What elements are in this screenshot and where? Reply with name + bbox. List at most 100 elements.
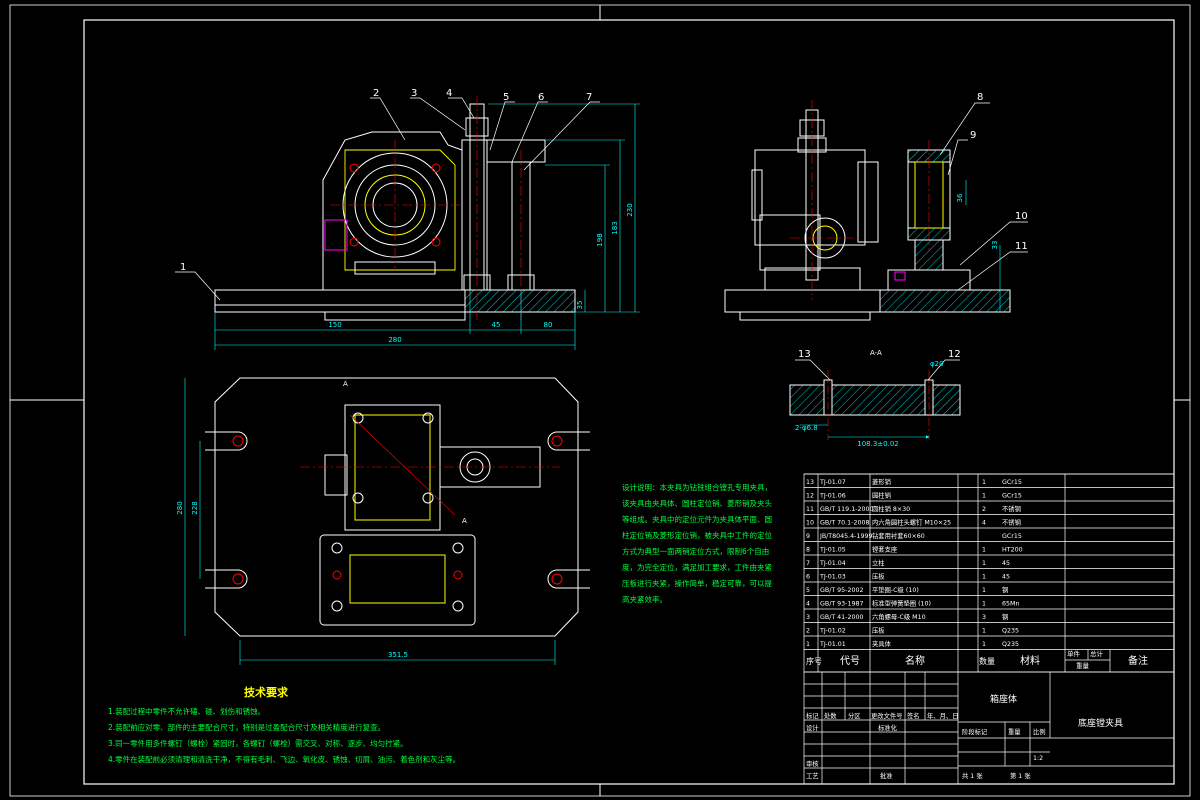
bom-header-qty: 数量: [979, 656, 995, 666]
balloon-2: 2: [373, 88, 379, 99]
tb-sheet-no: 第 1 张: [1010, 771, 1031, 780]
dim-280: 280: [388, 336, 401, 344]
bom-qty: 1: [982, 587, 986, 594]
dim-35: 35: [576, 301, 584, 310]
design-note: 设计说明：本夹具为钻铣组合镗孔专用夹具，该夹具由夹具体、圆柱定位销、菱形销及夹头…: [622, 483, 772, 604]
bom-name: 压板: [872, 572, 885, 581]
bom-no: 4: [806, 601, 810, 608]
balloon-4: 4: [446, 88, 452, 99]
title-block: [803, 671, 1175, 785]
balloon-12: 12: [948, 349, 961, 360]
bom-name: 平垫圈-C级 (10): [872, 585, 919, 594]
tech-requirements-title: 技术要求: [244, 686, 288, 699]
balloon-7: 7: [586, 92, 592, 103]
front-bore-outer: [342, 152, 448, 258]
bom-name: 圆柱销: [872, 491, 891, 500]
drawing-border: [9, 4, 1191, 797]
bom-code: GB/T 41-2000: [820, 614, 863, 621]
tb-approve: 批准: [880, 771, 893, 780]
bom-material: GCr15: [1002, 479, 1022, 486]
tech-item-4: 4.零件在装配前必须清理和清洗干净，不得有毛刺、飞边、氧化皮、锈蚀、切屑、油污、…: [108, 755, 461, 764]
bom-qty: 1: [982, 560, 986, 567]
leader-lines: [175, 97, 1028, 381]
bom-header-no: 序号: [806, 656, 822, 666]
tb-weight: 重量: [1008, 728, 1021, 736]
tech-requirements: 1.装配过程中零件不允许磕、碰、划伤和锈蚀。 2.装配前应对零、部件的主要配合尺…: [108, 704, 578, 768]
bom-code: GB/T 119.1-2000: [820, 506, 874, 513]
dim-150: 150: [328, 321, 341, 329]
bom-code: GB/T 70.1-2008: [820, 520, 870, 527]
bom-qty: 1: [982, 641, 986, 648]
dim-183: 183: [611, 221, 619, 234]
tb-date: 年、月、日: [927, 711, 958, 720]
section-label: A-A: [870, 349, 882, 357]
balloon-9: 9: [970, 130, 976, 141]
bom-code: TJ-01.03: [819, 574, 846, 581]
bom-name: 菱形销: [872, 477, 891, 486]
bom-name: 压板: [872, 626, 885, 635]
bom-qty: 1: [982, 493, 986, 500]
bom-material: 45: [1002, 560, 1010, 567]
tb-change-doc: 更改文件号: [871, 711, 902, 720]
dim-33: 33: [991, 241, 999, 250]
bom-header-weight: 重量: [1076, 662, 1090, 670]
bom-material: GCr15: [1002, 533, 1022, 540]
section-a-a: [789, 370, 961, 440]
bom-header-name: 名称: [905, 654, 925, 667]
tb-signature: 签名: [907, 711, 920, 720]
bom-qty: 1: [982, 601, 986, 608]
bom-code: TJ-01.06: [819, 493, 846, 500]
bom-qty: 4: [982, 520, 986, 527]
tb-scale-value: 1:2: [1033, 755, 1043, 762]
dim-plan-228: 228: [191, 501, 199, 514]
bom-qty: 1: [982, 479, 986, 486]
bom-code: JB/T8045.4-1999: [819, 533, 872, 540]
plan-lower-plate: [319, 534, 476, 626]
dim-108: 108.3±0.02: [857, 440, 899, 448]
bom-no: 5: [806, 587, 810, 594]
bom-code: TJ-01.01: [819, 641, 846, 648]
bom-no: 8: [806, 547, 810, 554]
balloon-8: 8: [977, 92, 983, 103]
bom-qty: 3: [982, 614, 986, 621]
bom-no: 11: [806, 506, 814, 513]
bom-code: TJ-01.07: [819, 479, 846, 486]
bom-no: 2: [806, 628, 810, 635]
bom-name: 镗套支座: [872, 545, 897, 554]
bom-code: TJ-01.02: [819, 628, 846, 635]
tb-sheets-total: 共 1 张: [962, 771, 983, 780]
bom-material: GCr15: [1002, 493, 1022, 500]
tb-zone: 分区: [848, 711, 861, 720]
bom-name: 六角螺母-C级 M10: [872, 612, 926, 621]
balloon-5: 5: [503, 92, 509, 103]
bom-material: Q235: [1002, 628, 1019, 635]
bom-code: TJ-01.04: [819, 560, 846, 567]
dim-351: 351.5: [388, 651, 408, 659]
dim-80: 80: [544, 321, 553, 329]
bom-material: 65Mn: [1002, 601, 1019, 608]
bom-name: 立柱: [872, 558, 885, 567]
tb-count: 处数: [824, 711, 837, 720]
bom-material: 钢: [1002, 613, 1008, 621]
front-dimensions: [214, 103, 640, 350]
front-view: [214, 96, 576, 321]
tb-part-name: 箱座体: [990, 693, 1017, 705]
plan-view: [205, 377, 590, 637]
side-view: [724, 100, 1011, 321]
front-clamp-plate: [486, 139, 546, 163]
plan-dimensions: [184, 378, 556, 665]
bom-no: 1: [806, 641, 810, 648]
bom-material: 不锈钢: [1002, 518, 1021, 527]
bom-header-material: 材料: [1020, 654, 1040, 667]
bom-header-remark: 备注: [1128, 654, 1148, 667]
bom-header-code: 代号: [840, 655, 860, 667]
bom-name: 内六角圆柱头螺钉 M10×25: [872, 518, 951, 527]
bom-no: 6: [806, 574, 810, 581]
bom-material: Q235: [1002, 641, 1019, 648]
dim-45: 45: [492, 321, 501, 329]
dim-36: 36: [956, 193, 964, 202]
bom-material: 45: [1002, 574, 1010, 581]
bom-no: 3: [806, 614, 810, 621]
